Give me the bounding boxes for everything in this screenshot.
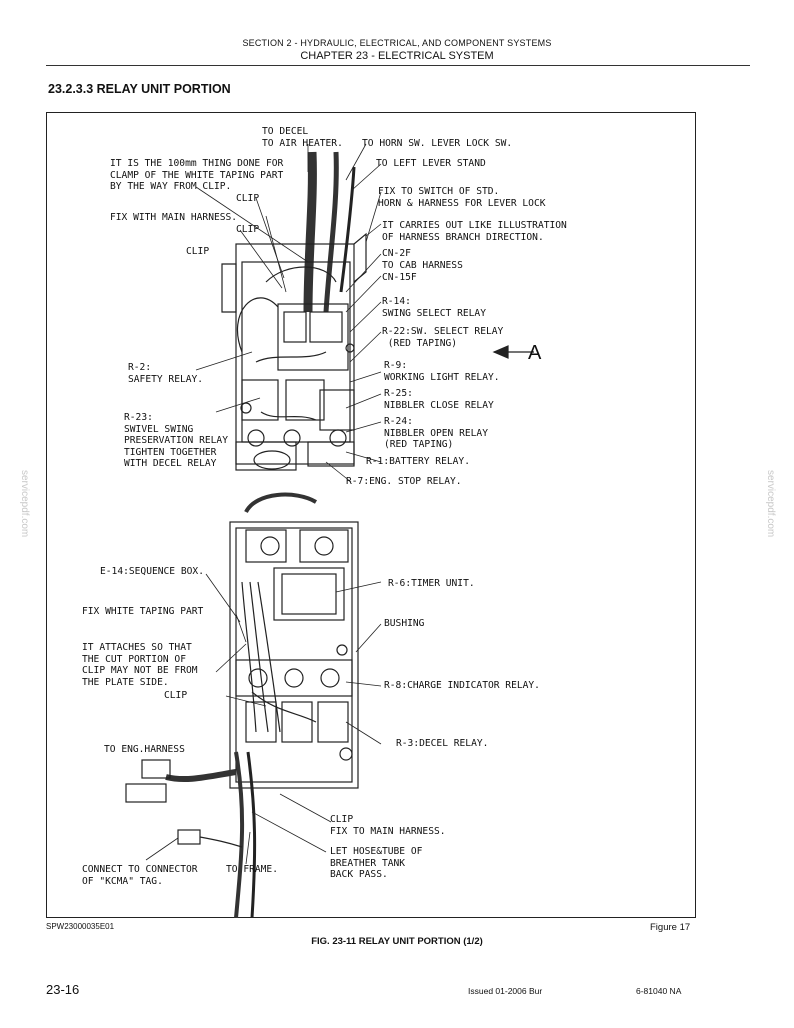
callout-clip-2: CLIP <box>236 224 260 235</box>
callout-cn15f: CN-15F <box>382 272 417 283</box>
callout-r14: R-14: SWING SELECT RELAY <box>382 296 486 319</box>
document-number: 6-81040 NA <box>636 986 682 996</box>
callout-carries-out: IT CARRIES OUT LIKE ILLUSTRATION OF HARN… <box>382 220 567 243</box>
callout-r9: R-9: WORKING LIGHT RELAY. <box>384 360 500 383</box>
callout-r6: R-6:TIMER UNIT. <box>388 578 475 589</box>
chapter-header: CHAPTER 23 - ELECTRICAL SYSTEM <box>300 50 494 62</box>
figure-caption: FIG. 23-11 RELAY UNIT PORTION (1/2) <box>311 936 483 947</box>
callout-r7: R-7:ENG. STOP RELAY. <box>346 476 462 487</box>
callout-r24: R-24: NIBBLER OPEN RELAY (RED TAPING) <box>384 416 488 451</box>
callout-horn-sw: TO HORN SW. LEVER LOCK SW. <box>362 138 513 149</box>
callout-cn2f: CN-2F TO CAB HARNESS <box>382 248 463 271</box>
callout-clip-4: CLIP <box>164 690 188 701</box>
header-rule <box>46 65 750 66</box>
figure-code: SPW23000035E01 <box>46 922 115 931</box>
callout-r25: R-25: NIBBLER CLOSE RELAY <box>384 388 494 411</box>
watermark-left: servicepdf.com <box>19 470 30 538</box>
figure-frame <box>46 112 696 918</box>
callout-eng-harness: TO ENG.HARNESS <box>104 744 185 755</box>
callout-fix-white: FIX WHITE TAPING PART <box>82 606 204 617</box>
callout-100mm: IT IS THE 100mm THING DONE FOR CLAMP OF … <box>110 158 284 193</box>
callout-connect-kcma: CONNECT TO CONNECTOR OF "KCMA" TAG. <box>82 864 198 887</box>
callout-r8: R-8:CHARGE INDICATOR RELAY. <box>384 680 540 691</box>
callout-attaches: IT ATTACHES SO THAT THE CUT PORTION OF C… <box>82 642 198 688</box>
callout-r23: R-23: SWIVEL SWING PRESERVATION RELAY TI… <box>124 412 228 470</box>
callout-r3: R-3:DECEL RELAY. <box>396 738 489 749</box>
callout-clip-fix-main: CLIP FIX TO MAIN HARNESS. <box>330 814 446 837</box>
callout-left-lever: TO LEFT LEVER STAND <box>376 158 486 169</box>
callout-bushing: BUSHING <box>384 618 425 629</box>
figure-number: Figure 17 <box>650 922 691 933</box>
section-title: 23.2.3.3 RELAY UNIT PORTION <box>48 82 231 96</box>
issue-info: Issued 01-2006 Bur <box>468 986 543 996</box>
page-number: 23-16 <box>46 982 80 997</box>
callout-hose-tube: LET HOSE&TUBE OF BREATHER TANK BACK PASS… <box>330 846 423 881</box>
callout-fix-main: FIX WITH MAIN HARNESS. <box>110 212 238 223</box>
callout-to-decel: TO DECEL TO AIR HEATER. <box>262 126 343 149</box>
section-header: SECTION 2 - HYDRAULIC, ELECTRICAL, AND C… <box>242 38 552 48</box>
watermark-right: servicepdf.com <box>765 470 776 538</box>
relay-unit-drawing <box>125 143 534 918</box>
callout-clip-3: CLIP <box>186 246 210 257</box>
callout-e14: E-14:SEQUENCE BOX. <box>100 566 204 577</box>
callout-r1: R-1:BATTERY RELAY. <box>366 456 470 467</box>
callout-clip-1: CLIP <box>236 193 260 204</box>
callout-r22: R-22:SW. SELECT RELAY (RED TAPING) <box>382 326 504 349</box>
callout-r2: R-2: SAFETY RELAY. <box>128 362 204 385</box>
view-arrow-label: A <box>528 342 542 364</box>
callout-to-frame: TO FRAME. <box>226 864 278 875</box>
callout-fix-switch: FIX TO SWITCH OF STD. HORN & HARNESS FOR… <box>378 186 546 209</box>
